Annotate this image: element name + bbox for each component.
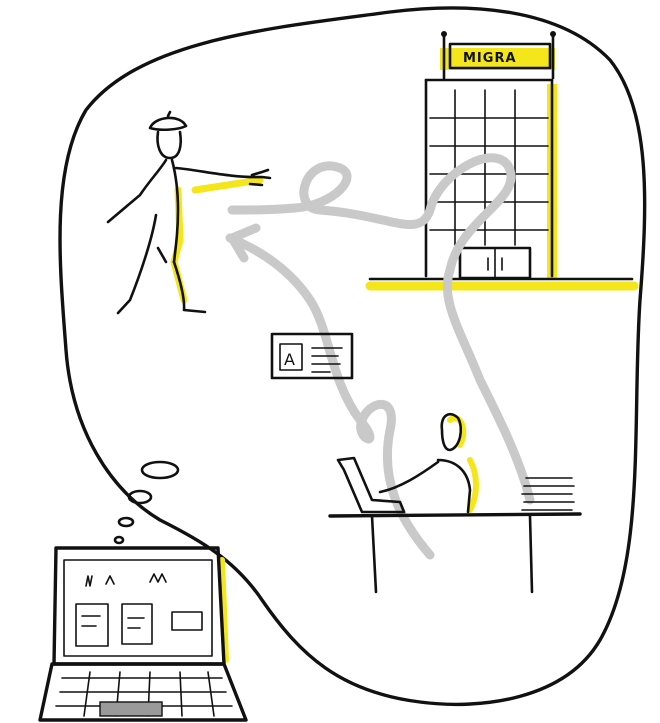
tangled-flow-arrow (230, 158, 530, 555)
document-letter: A (284, 350, 295, 369)
building-sign-text: MIGRA (463, 51, 517, 66)
man-highlight (174, 180, 260, 300)
laptop-with-forms (40, 548, 246, 720)
trackpad (100, 702, 162, 716)
thinking-bubbles (115, 462, 178, 543)
